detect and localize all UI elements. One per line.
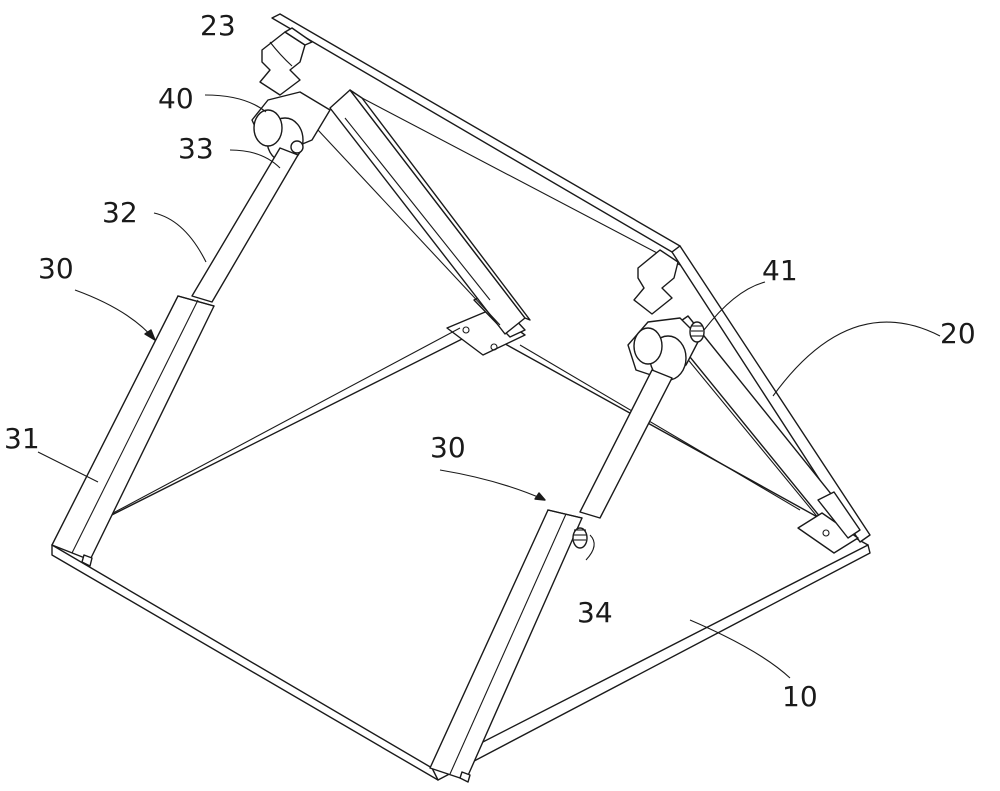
label-40: 40: [158, 82, 194, 115]
label-41: 41: [762, 254, 798, 287]
label-34: 34: [577, 596, 613, 629]
hinge-knob: [690, 322, 704, 342]
label-20: 20: [940, 317, 976, 350]
label-30-right: 30: [430, 431, 466, 464]
label-31: 31: [4, 422, 40, 455]
label-23: 23: [200, 9, 236, 42]
label-30-left: 30: [38, 252, 74, 285]
label-32: 32: [102, 196, 138, 229]
plate-hinge-block: [260, 28, 312, 95]
label-33: 33: [178, 132, 214, 165]
left-hinge-assembly: [252, 92, 330, 162]
locking-knob: [573, 528, 587, 548]
label-10: 10: [782, 680, 818, 713]
